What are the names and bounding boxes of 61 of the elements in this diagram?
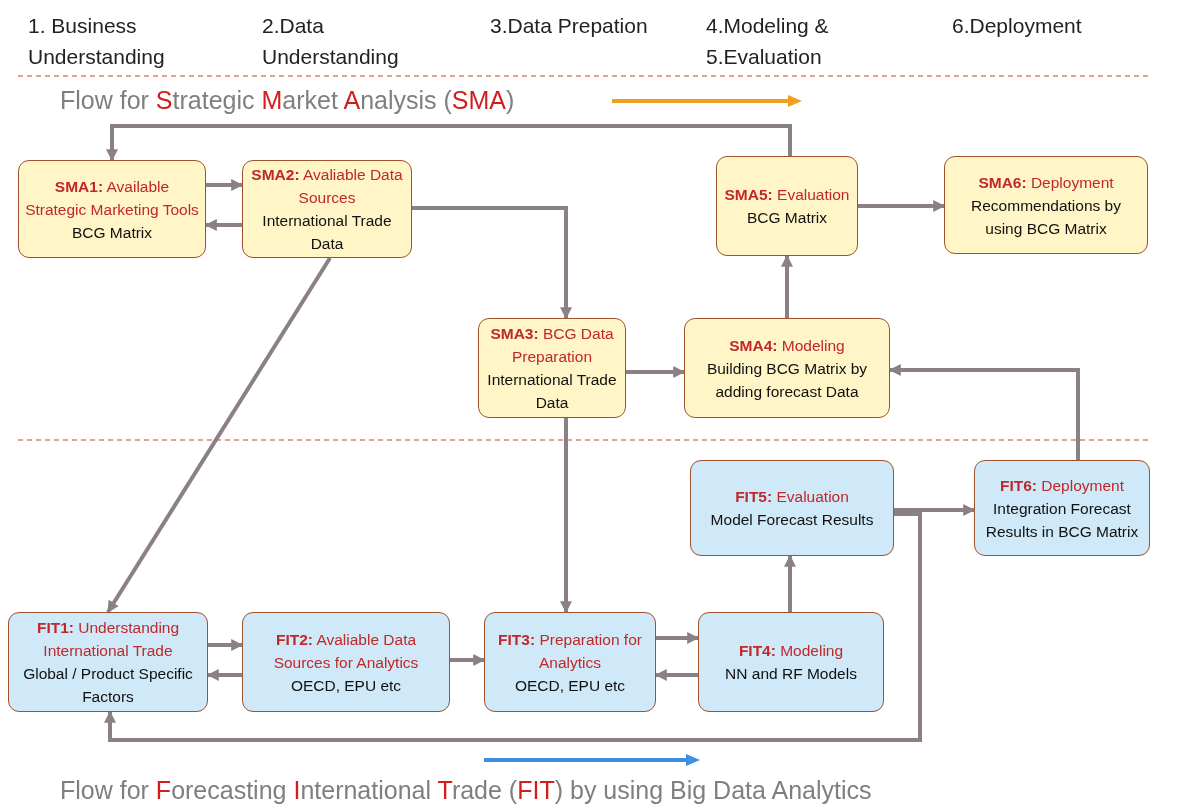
arrow [781, 254, 793, 318]
arrow [450, 654, 486, 666]
step-description: BCG Matrix [71, 222, 153, 243]
flow-caption: Flow for Forecasting International Trade (FIT) by using Big Data Analytics [60, 776, 872, 805]
arrow [206, 179, 244, 191]
process-box [478, 318, 626, 418]
phase-heading: 2.Data Understanding [262, 13, 400, 70]
phase-heading: 1. Business Understanding [28, 13, 166, 70]
step-description: International Trade Data [261, 211, 393, 254]
step-heading: FIT2: Avaliable Data Sources for Analytics [272, 629, 420, 673]
step-heading: SMA5: Evaluation [724, 185, 850, 205]
process-box [716, 156, 858, 256]
arrow [894, 504, 976, 516]
process-box [944, 156, 1148, 254]
arrow [106, 256, 332, 614]
step-heading: FIT5: Evaluation [735, 487, 849, 507]
step-description: BCG Matrix [746, 208, 828, 228]
process-box [8, 612, 208, 712]
step-heading: SMA1: Available Strategic Marketing Tools [25, 176, 199, 220]
step-description: OECD, EPU etc [290, 675, 402, 696]
step-description: Recommendations by using BCG Matrix [970, 195, 1122, 239]
step-description: Global / Product Specific Factors [22, 664, 194, 707]
arrow [888, 364, 1080, 460]
flow-title: Flow for Strategic Market Analysis (SMA) [60, 86, 515, 115]
process-box [690, 460, 894, 556]
step-heading: SMA2: Avaliable Data Sources [250, 165, 404, 208]
phase-heading: 3.Data Prepation [490, 13, 649, 39]
arrow [208, 639, 244, 651]
step-heading: FIT1: Understanding International Trade [35, 618, 181, 661]
arrow [626, 366, 686, 378]
step-description: NN and RF Models [725, 664, 857, 684]
step-heading: FIT4: Modeling [738, 641, 844, 661]
process-box [242, 612, 450, 712]
arrow [412, 206, 572, 320]
arrow [106, 124, 792, 162]
process-box [698, 612, 884, 712]
phase-heading: 4.Modeling & 5.Evaluation [706, 13, 830, 70]
step-heading: SMA6: Deployment [978, 172, 1114, 193]
arrow [784, 554, 796, 612]
step-heading: SMA3: BCG Data Preparation [489, 324, 615, 367]
phase-heading: 6.Deployment [952, 13, 1083, 39]
step-heading: FIT6: Deployment [999, 475, 1124, 496]
step-description: Integration Forecast Results in BCG Matrix [984, 498, 1140, 542]
arrow [858, 200, 946, 212]
step-description: Building BCG Matrix by adding forecast Data [705, 358, 869, 402]
arrow [104, 512, 922, 742]
arrow [204, 219, 242, 231]
process-box [242, 160, 412, 258]
arrow [206, 669, 242, 681]
process-box [684, 318, 890, 418]
arrow [560, 418, 572, 614]
process-box [484, 612, 656, 712]
arrow [654, 669, 698, 681]
arrow [656, 632, 700, 644]
step-description: Model Forecast Results [710, 510, 874, 530]
process-box [974, 460, 1150, 556]
process-box [18, 160, 206, 258]
step-heading: FIT3: Preparation for Analytics [497, 629, 643, 673]
step-description: OECD, EPU etc [514, 675, 626, 696]
step-description: International Trade Data [486, 370, 618, 413]
step-heading: SMA4: Modeling [729, 335, 845, 356]
